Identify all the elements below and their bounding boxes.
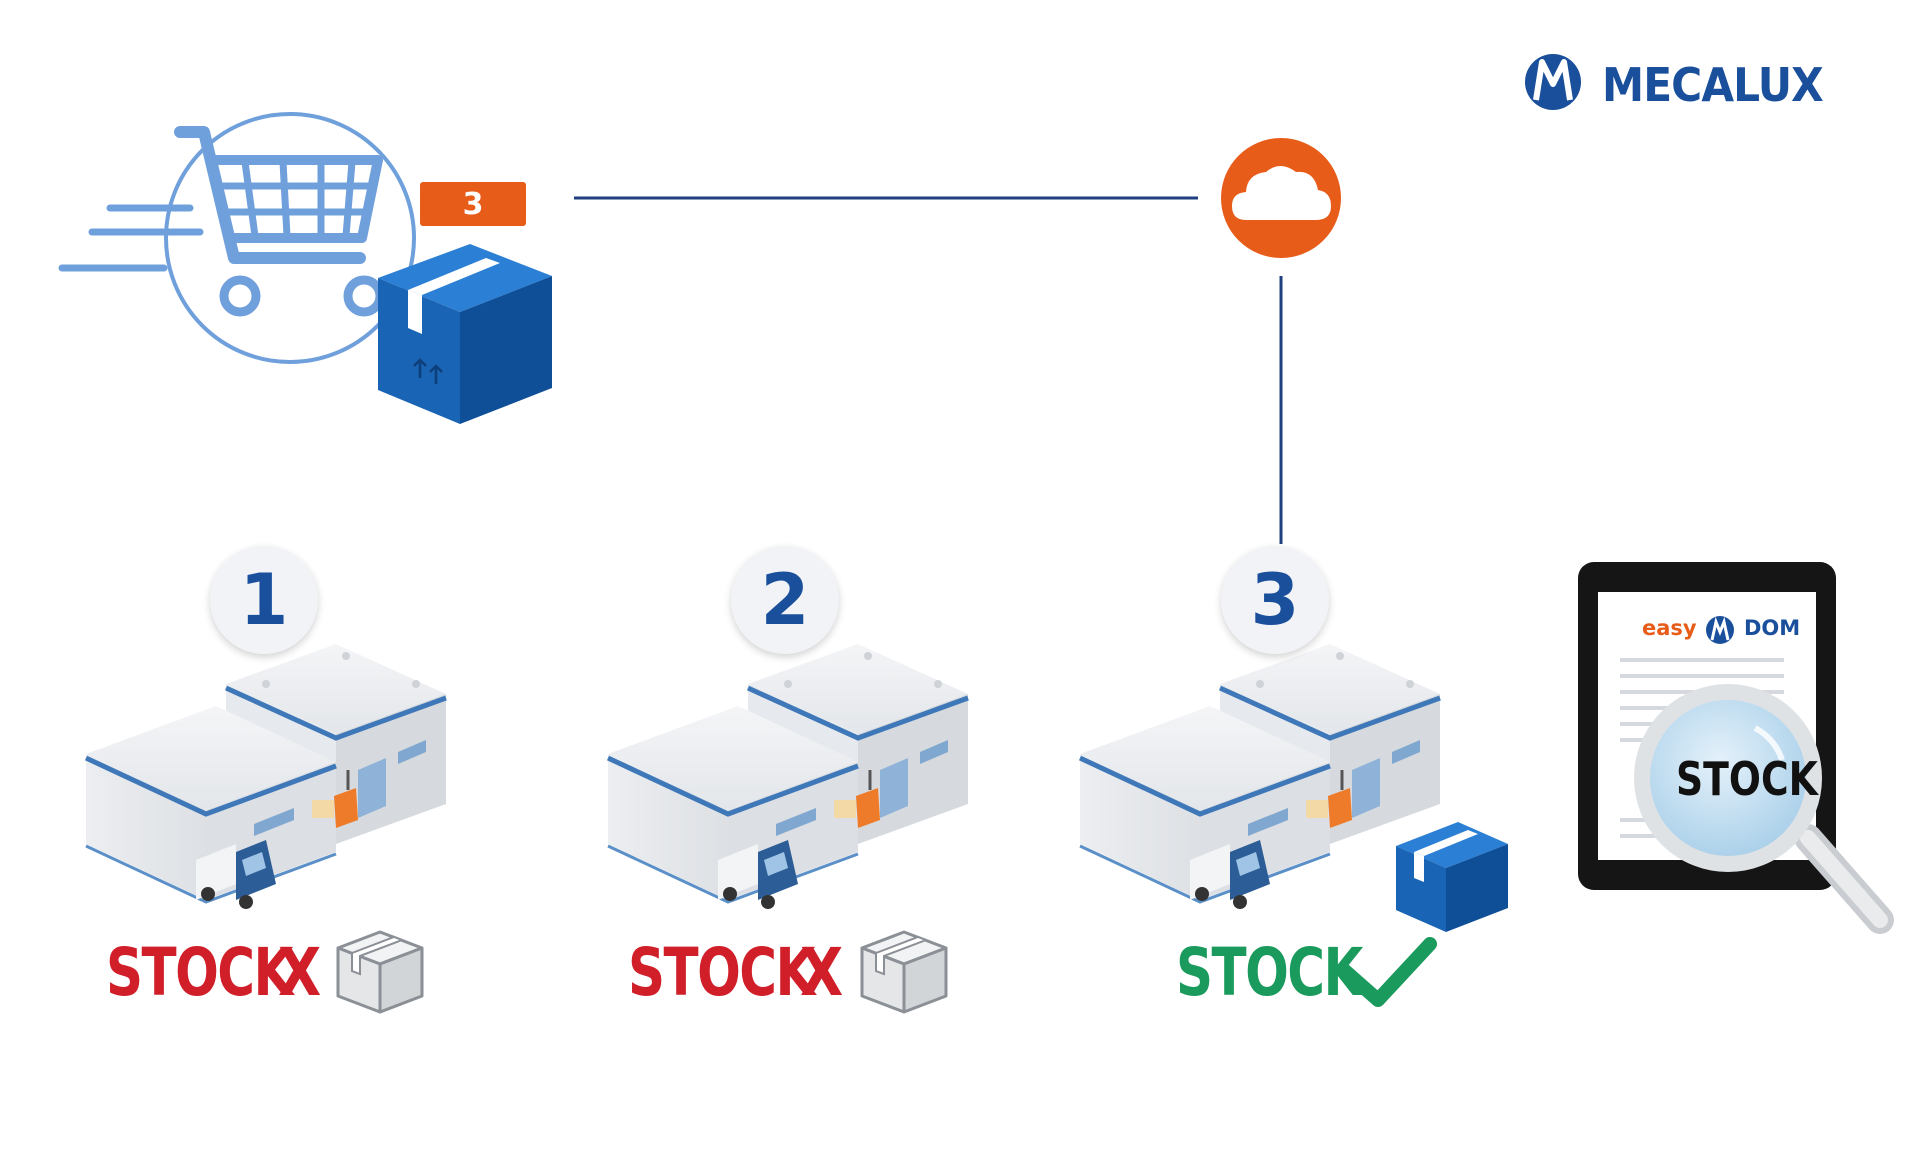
- package-box-icon-warehouse-3: [1396, 822, 1508, 932]
- warehouse-2-stock-label: STOCK: [628, 934, 815, 1011]
- warehouse-icon-1: [84, 644, 447, 909]
- warehouse-2-stock-status: X: [800, 934, 844, 1011]
- warehouse-2-number-text: 2: [760, 559, 810, 641]
- package-box-icon-outline-1: [336, 930, 424, 1014]
- brand-logo-text: MECALUX: [1602, 58, 1824, 112]
- warehouse-3-stock-label: STOCK: [1176, 934, 1363, 1011]
- order-quantity-badge: 3: [420, 182, 526, 226]
- magnifier-icon: [1634, 684, 1894, 934]
- warehouse-1-stock-label: STOCK: [106, 934, 293, 1011]
- order-quantity-value: 3: [462, 186, 484, 222]
- warehouse-1-stock-status: X: [278, 934, 322, 1011]
- cloud-icon: [1221, 138, 1341, 258]
- warehouse-1-number: 1: [210, 546, 318, 654]
- mecalux-logo-icon: [1525, 54, 1581, 110]
- warehouse-3-number-text: 3: [1250, 559, 1300, 641]
- package-box-icon-outline-2: [860, 930, 948, 1014]
- shopping-cart-icon: [58, 112, 416, 364]
- magnifier-stock-text: STOCK: [1676, 752, 1818, 806]
- tablet-app-name-dom: DOM: [1744, 616, 1801, 640]
- warehouse-icon-3: [1078, 644, 1441, 909]
- check-icon: [1337, 937, 1437, 1007]
- warehouse-1-number-text: 1: [239, 559, 289, 641]
- package-box-icon: [378, 244, 552, 424]
- warehouse-icon-2: [606, 644, 969, 909]
- warehouse-2-number: 2: [731, 546, 839, 654]
- warehouse-3-number: 3: [1221, 546, 1329, 654]
- tablet-app-name-easy: easy: [1642, 616, 1697, 640]
